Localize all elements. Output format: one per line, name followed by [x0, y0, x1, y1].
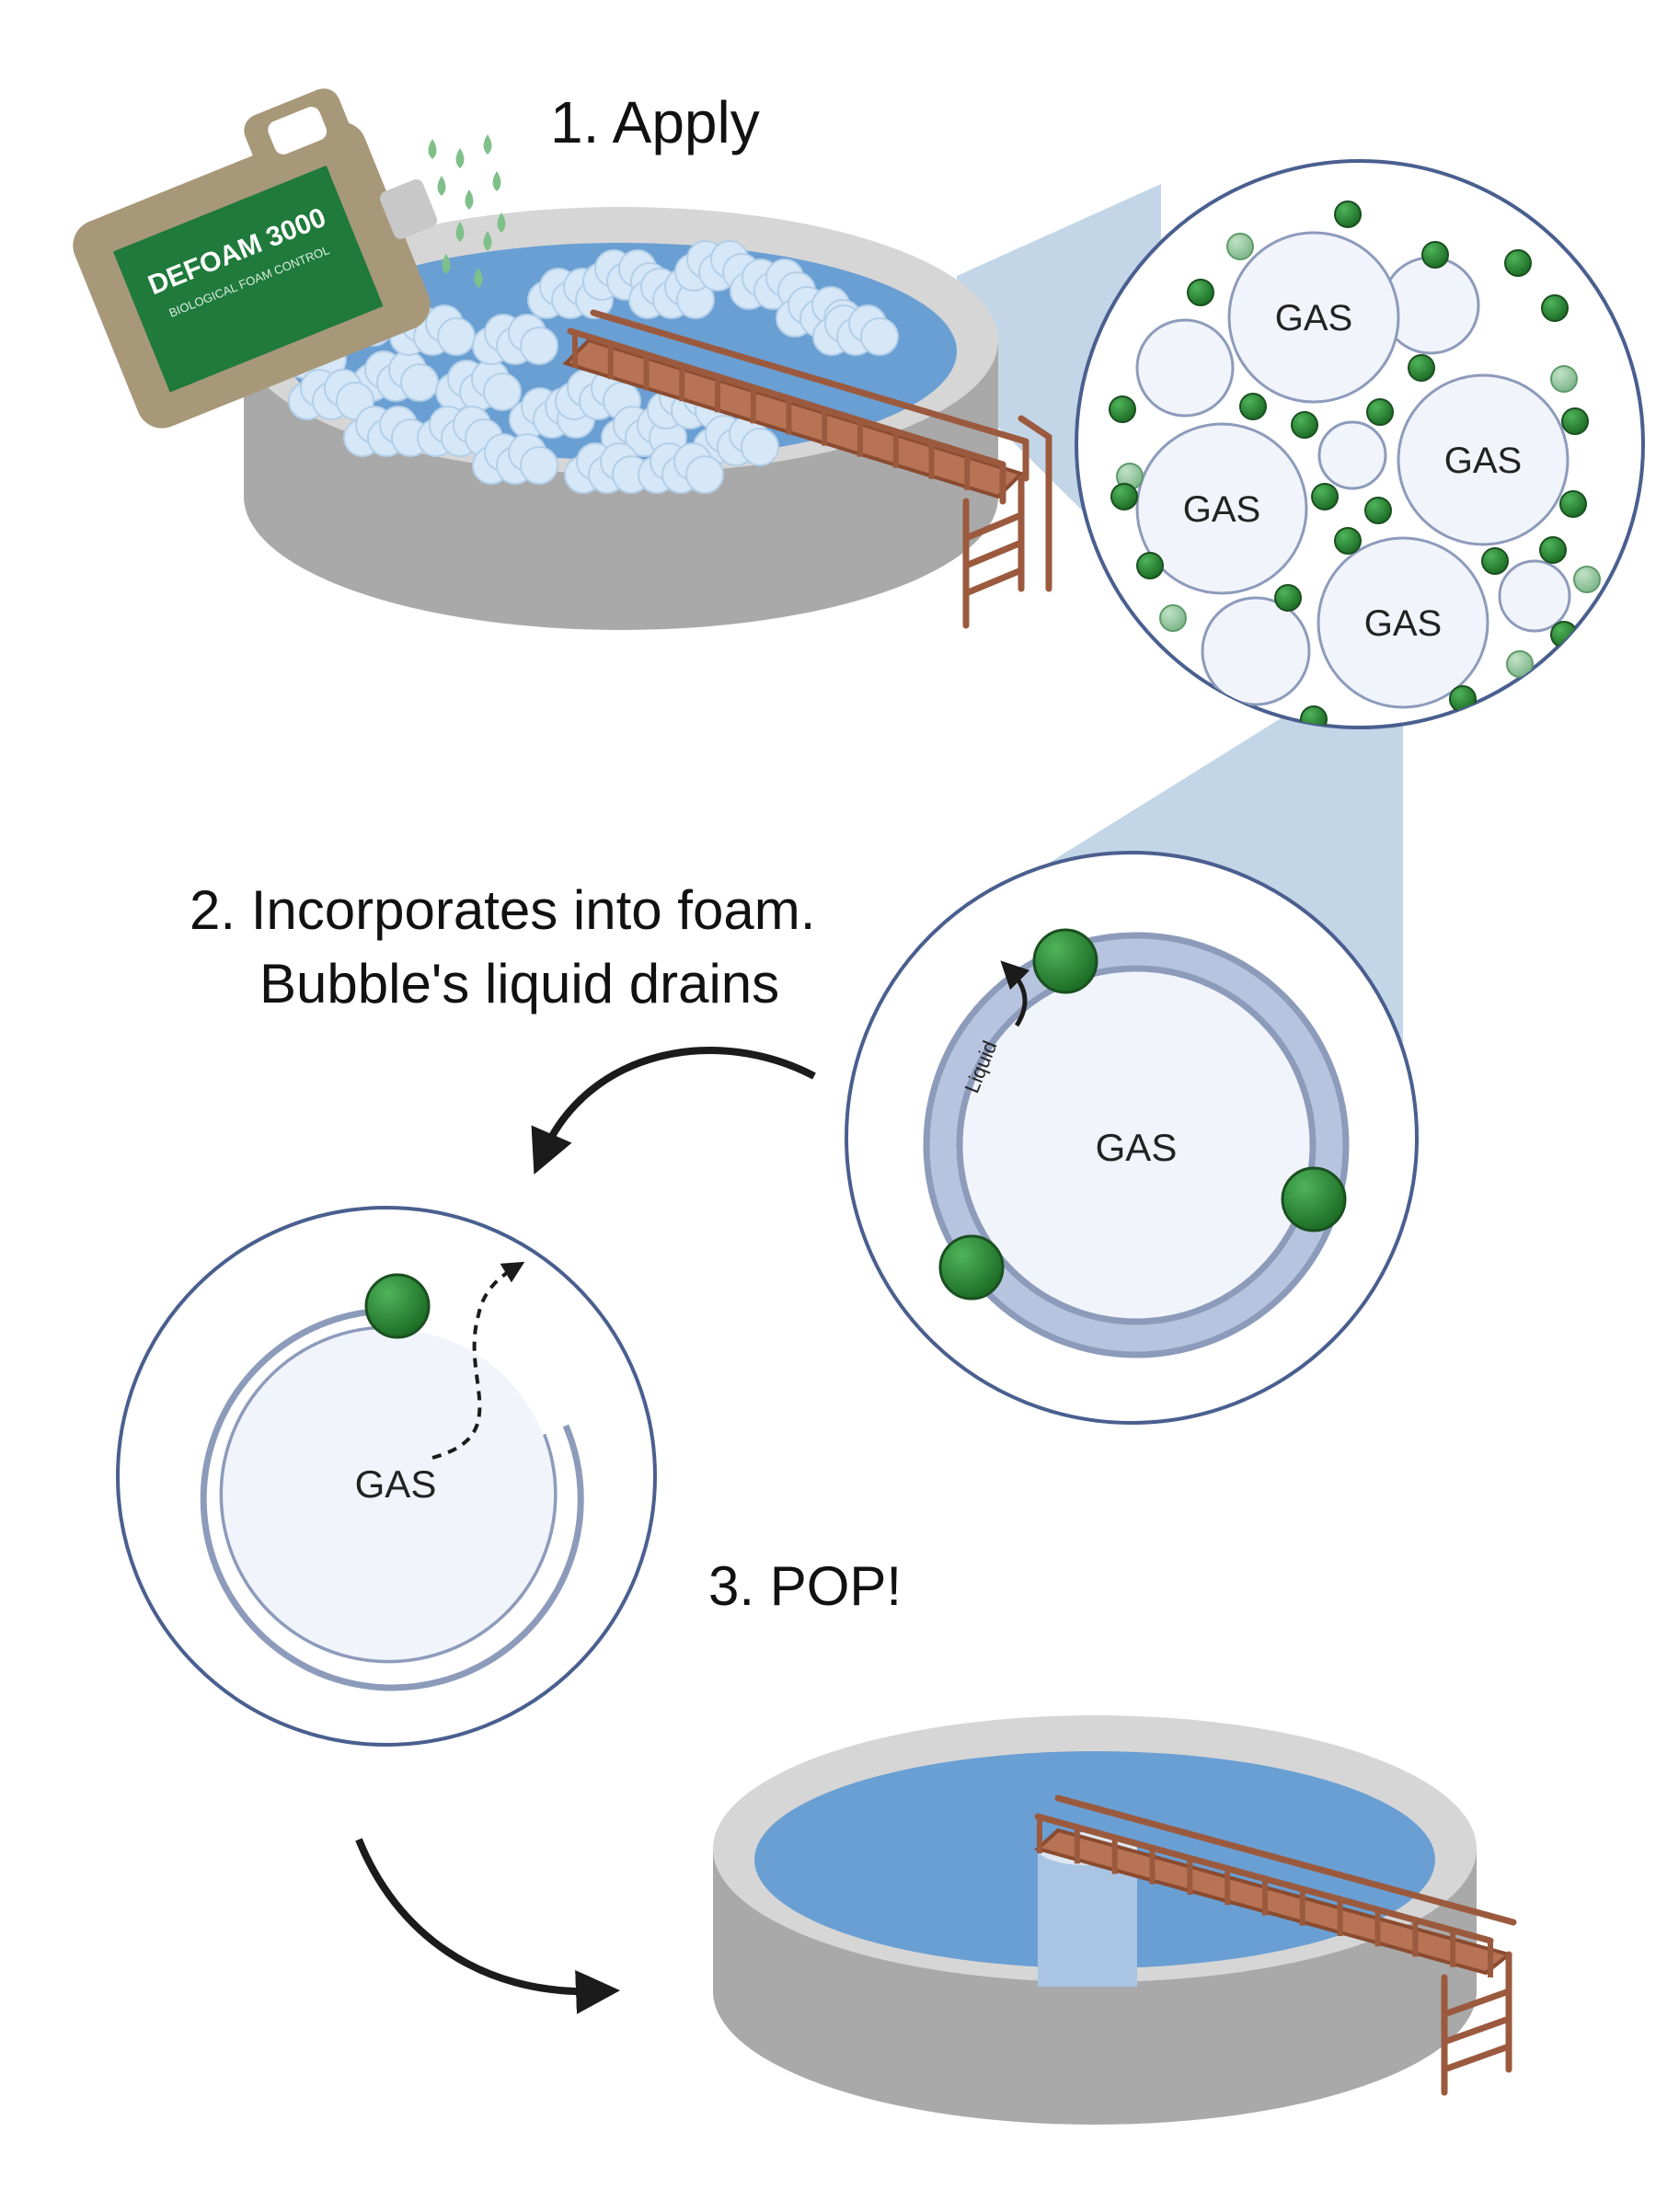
small-bubble: [1317, 420, 1387, 490]
foam-bubble: [741, 428, 779, 466]
defoamer-particle: [1573, 566, 1601, 593]
defoamer-droplet: [442, 254, 451, 274]
defoamer-particle: [1334, 201, 1362, 228]
foam-bubble: [685, 455, 724, 494]
defoamer-particle: [1032, 928, 1098, 994]
gas-bubble-label: GAS: [1444, 441, 1522, 481]
defoamer-particle: [1281, 1166, 1347, 1232]
step-2-label: 2. Incorporates into foam. Bubble's liqu…: [190, 874, 815, 1021]
liquid-drain-arrow: [1000, 960, 1030, 1027]
foam-bubble: [520, 446, 558, 485]
defoamer-particle: [1226, 233, 1254, 260]
defoamer-droplet: [455, 148, 465, 168]
gas-label-popping: GAS: [355, 1462, 437, 1506]
gas-bubble: [1397, 373, 1570, 546]
defoamer-particle: [1136, 552, 1164, 579]
defoamer-particle: [1334, 527, 1362, 555]
gas-bubble-label: GAS: [1275, 298, 1352, 338]
defoamer-droplet: [492, 171, 501, 191]
foam-bubble: [437, 317, 476, 356]
defoamer-particle: [364, 1273, 431, 1339]
defoamer-particle: [938, 1234, 1005, 1301]
defoamer-droplet: [465, 189, 474, 210]
defoamer-particle: [1187, 279, 1214, 306]
gas-bubble-label: GAS: [1183, 489, 1260, 530]
gas-bubble: [1317, 536, 1489, 709]
small-bubble: [1498, 559, 1571, 633]
defoamer-particle: [1541, 294, 1569, 322]
defoamer-particle: [1421, 241, 1449, 269]
foam-bubble: [520, 327, 558, 365]
defoamer-particle: [1504, 249, 1532, 277]
defoamer-particle: [1506, 650, 1534, 678]
defoamer-particle: [1311, 483, 1339, 510]
defoamer-droplets: [428, 134, 506, 288]
defoamer-droplet: [474, 268, 483, 288]
defoamer-particle: [1550, 365, 1578, 393]
bubble-liquid-film: [926, 935, 1346, 1355]
bridge-tank1-posts: [572, 331, 1006, 501]
defoamer-droplet: [428, 139, 437, 159]
defoamer-particle: [1274, 584, 1302, 612]
small-bubble: [1201, 596, 1311, 706]
step-2-line-2: Bubble's liquid drains: [259, 953, 780, 1014]
small-bubble: [1135, 318, 1235, 418]
defoamer-particle: [1159, 604, 1187, 632]
defoamer-particle: [1366, 398, 1394, 426]
defoamer-particle: [1239, 393, 1267, 420]
popping-bubble-circle: GAS: [116, 1206, 657, 1747]
defoamer-particle: [1561, 407, 1589, 435]
step-3-label: 3. POP!: [708, 1555, 903, 1617]
defoamer-particle: [1481, 547, 1509, 575]
foam-bubble: [860, 317, 899, 356]
process-arrow-1: [531, 1047, 816, 1175]
process-arrow-2: [355, 1838, 620, 2014]
gas-bubble: [1227, 231, 1400, 404]
defoamer-bottle: DEFOAM 3000 BIOLOGICAL FOAM CONTROL: [73, 88, 438, 429]
bubble-wall-outer: [200, 1307, 584, 1691]
bridge-tank2-posts: [1037, 1817, 1493, 1977]
defoamer-particle: [1559, 490, 1587, 518]
gas-bubble-label: GAS: [1364, 603, 1442, 644]
gas-bubble: [1135, 422, 1308, 595]
step-1-label: 1. Apply: [550, 89, 760, 155]
draining-bubble-circle: GAS Liquid: [845, 851, 1419, 1425]
defoamer-particle: [1539, 536, 1567, 564]
defoamer-particle: [1364, 497, 1392, 524]
foam-bubble: [400, 363, 439, 402]
defoamer-droplet: [455, 222, 465, 242]
defoamer-droplet: [483, 231, 492, 251]
defoamer-droplet: [497, 212, 506, 233]
defoamer-droplet: [483, 134, 492, 155]
defoamer-particle: [1291, 411, 1318, 439]
defoamer-droplet: [437, 176, 446, 196]
gas-escape-arrow: [431, 1261, 525, 1460]
gas-label-draining: GAS: [1096, 1126, 1178, 1169]
defoamer-particle: [1110, 483, 1138, 510]
foam-bubble: [483, 372, 522, 411]
defoamer-particle: [1550, 621, 1578, 648]
defoamer-particle: [1449, 685, 1477, 713]
step-2-line-1: 2. Incorporates into foam.: [190, 879, 816, 941]
defoamer-particle: [1109, 395, 1136, 423]
foam-zoom-circle: GAS GAS GAS GAS: [1075, 159, 1645, 729]
defoamer-particle: [1408, 354, 1435, 382]
